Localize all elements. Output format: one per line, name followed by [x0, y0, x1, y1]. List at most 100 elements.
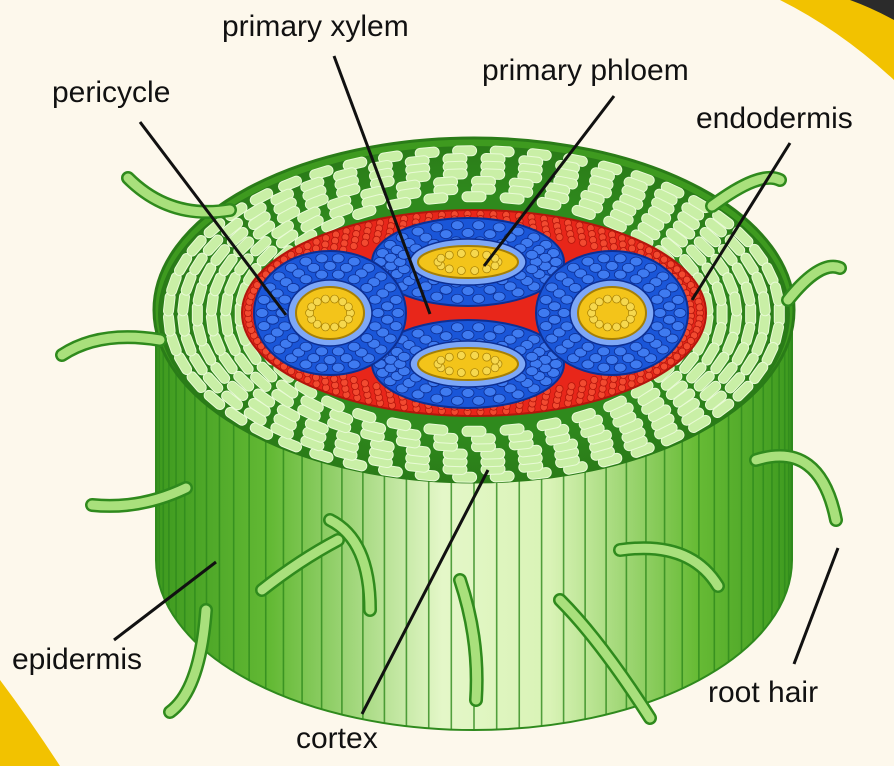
- cortex-cell: [500, 423, 525, 435]
- xylem-cell: [626, 303, 634, 311]
- xylem-cell: [344, 303, 352, 311]
- pericycle-cell: [619, 241, 626, 248]
- phloem-cell: [651, 322, 663, 331]
- xylem-cell: [483, 265, 491, 273]
- pericycle-cell: [628, 245, 635, 252]
- phloem-cell: [558, 309, 570, 318]
- phloem-cell: [440, 230, 452, 239]
- phloem-cell: [493, 223, 505, 232]
- xylem-cell: [313, 298, 321, 306]
- leader-root-hair: [794, 548, 838, 664]
- pericycle-cell: [295, 247, 302, 254]
- pericycle-cell: [322, 241, 329, 248]
- pericycle-cell: [568, 383, 575, 390]
- label-endodermis: endodermis: [696, 104, 853, 134]
- corner-accent-bottom-left: [0, 680, 60, 766]
- pericycle-cell: [610, 244, 617, 251]
- phloem-cell: [493, 325, 505, 334]
- xylem-cell: [471, 267, 479, 275]
- pericycle-cell: [637, 376, 644, 383]
- phloem-cell: [316, 254, 328, 263]
- phloem-cell: [451, 323, 463, 332]
- label-primary-phloem: primary phloem: [482, 56, 689, 86]
- xylem-cell: [457, 267, 465, 275]
- pericycle-cell: [628, 374, 635, 381]
- pericycle-cell: [661, 363, 668, 370]
- pericycle-cell: [696, 304, 703, 311]
- pericycle-cell: [653, 251, 660, 258]
- phloem-cell: [279, 322, 291, 331]
- phloem-cell: [398, 352, 410, 361]
- phloem-cell: [614, 270, 626, 279]
- phloem-cell: [440, 285, 452, 294]
- phloem-cell: [484, 332, 496, 341]
- phloem-cell: [550, 360, 562, 369]
- phloem-cell: [361, 283, 373, 292]
- xylem-cell: [613, 323, 621, 331]
- pericycle-cell: [313, 238, 320, 245]
- phloem-cell: [549, 315, 561, 324]
- pericycle-cell: [361, 239, 368, 246]
- xylem-cell: [321, 295, 329, 303]
- xylem-cell: [471, 369, 479, 377]
- phloem-cell: [598, 363, 610, 372]
- phloem-cell: [526, 367, 538, 376]
- xylem-cell: [595, 298, 603, 306]
- phloem-cell: [431, 394, 443, 403]
- pericycle-cell: [580, 380, 587, 387]
- xylem-cell: [457, 351, 465, 359]
- phloem-cell: [561, 295, 573, 304]
- phloem-cell: [381, 302, 393, 311]
- phloem-cell: [549, 302, 561, 311]
- phloem-cell: [348, 342, 360, 351]
- xylem-cell: [445, 265, 453, 273]
- pericycle-cell: [350, 376, 357, 383]
- phloem-cell: [569, 334, 581, 343]
- pericycle-cell: [610, 375, 617, 382]
- phloem-cell: [630, 275, 642, 284]
- phloem-cell: [462, 229, 474, 238]
- phloem-cell: [431, 223, 443, 232]
- pericycle-cell: [645, 247, 652, 254]
- phloem-cell: [451, 294, 463, 303]
- phloem-cell: [348, 275, 360, 284]
- xylem-cell: [483, 367, 491, 375]
- pericycle-cell: [645, 372, 652, 379]
- phloem-cell: [279, 295, 291, 304]
- xylem-cell: [321, 323, 329, 331]
- phloem-cell: [267, 315, 279, 324]
- label-cortex: cortex: [296, 724, 378, 754]
- pericycle-cell: [373, 236, 380, 243]
- xylem-cell: [603, 295, 611, 303]
- label-primary-xylem: primary xylem: [222, 12, 409, 42]
- phloem-cell: [526, 265, 538, 274]
- phloem-cell: [614, 347, 626, 356]
- phloem-cell: [674, 309, 686, 318]
- xylem-cell: [331, 323, 339, 331]
- xylem-cell: [471, 351, 479, 359]
- phloem-group-left: [254, 251, 406, 375]
- phloem-cell: [381, 315, 393, 324]
- phloem-cell: [484, 230, 496, 239]
- xylem-cell: [437, 356, 445, 364]
- phloem-cell: [651, 295, 663, 304]
- phloem-cell: [332, 270, 344, 279]
- xylem-cell: [491, 262, 499, 270]
- pericycle-cell: [322, 378, 329, 385]
- pericycle-cell: [304, 376, 311, 383]
- phloem-cell: [614, 363, 626, 372]
- pericycle-cell: [628, 238, 635, 245]
- phloem-cell: [538, 309, 550, 318]
- phloem-cell: [606, 356, 618, 365]
- phloem-cell: [473, 294, 485, 303]
- cortex-cell: [423, 423, 448, 435]
- pericycle-cell: [568, 236, 575, 243]
- xylem-cell: [445, 353, 453, 361]
- xylem-cell: [445, 367, 453, 375]
- phloem-cell: [526, 250, 538, 259]
- xylem-cell: [621, 320, 629, 328]
- xylem-cell: [457, 369, 465, 377]
- phloem-cell: [332, 254, 344, 263]
- xylem-cell: [331, 295, 339, 303]
